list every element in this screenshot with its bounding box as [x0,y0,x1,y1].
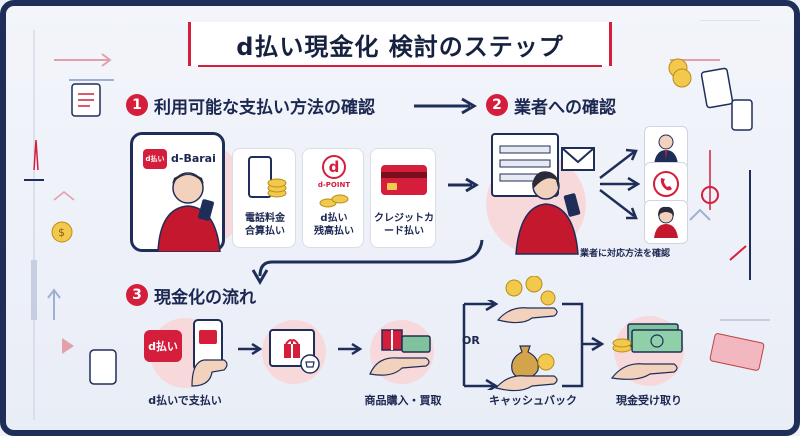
method-card-d-balance: d d-POINT d払い 残高払い [302,148,364,248]
title-box: d払い現金化 検討のステップ [188,22,612,66]
flow-receive-label: 現金受け取り [616,394,682,407]
vendor-caption: 業者に対応方法を確認 [580,249,671,259]
method-label-3a: クレジットカ [374,213,434,224]
smartphone-coins-icon [248,156,287,198]
left-decoration: $ [24,30,117,420]
svg-text:$: $ [58,226,65,239]
step-2-label: 業者への確認 [514,98,616,118]
arrow-right-icon-2 [448,177,479,193]
hand-moneybag-icon [494,345,558,392]
hand-cash-stack-icon [610,323,683,380]
step-1-number: 1 [126,94,148,116]
flow-pay-label: d払いで支払い [148,394,222,407]
right-decoration [668,20,770,371]
app-name: d-Barai [171,152,216,165]
coins-icon [319,194,349,208]
phone-call-icon [644,162,688,206]
method-label-2a: d払い [320,213,348,224]
step-3-number: 3 [126,284,148,306]
method-label-1b: 合算払い [245,226,285,237]
step-1-label: 利用可能な支払い方法の確認 [154,98,375,118]
branch-lines [462,300,604,390]
arrow-right-icon [414,97,477,115]
title-underline [198,65,602,67]
d-barai-logo-badge: d払い [144,330,182,362]
flow-arrow-1 [238,342,263,356]
fanout-arrows [599,148,641,220]
flow-arrow-2 [338,342,363,356]
credit-card-icon [381,165,427,195]
method-label-2b: 残高払い [314,226,354,237]
method-card-phone-bill: 電話料金 合算払い [232,148,296,248]
person-illustration [157,172,221,252]
d-barai-logo: d払い [143,149,167,169]
method-label-1a: 電話料金 [245,213,285,224]
online-shop-gift-icon [269,329,320,374]
hand-coins-icon [496,276,558,324]
hand-gift-cash-icon [369,329,431,376]
flow-purchase-label: 商品購入・買取 [364,394,442,407]
vendor-person-illustration [491,133,595,255]
method-label-3b: ード払い [384,226,424,237]
or-label: OR [462,334,480,347]
page-title: d払い現金化 検討のステップ [236,32,564,61]
step-3-label: 現金化の流れ [154,288,256,308]
return-arrow [251,239,484,285]
step-2-number: 2 [486,94,508,116]
payment-phone-icon [191,319,228,387]
d-point-logo: d-POINT [317,181,351,189]
flow-cashback-label: キャッシュバック [489,394,577,407]
operator-avatar-icon [644,200,688,244]
method-card-credit: クレジットカ ード払い [370,148,436,248]
d-point-icon: d [322,155,346,179]
